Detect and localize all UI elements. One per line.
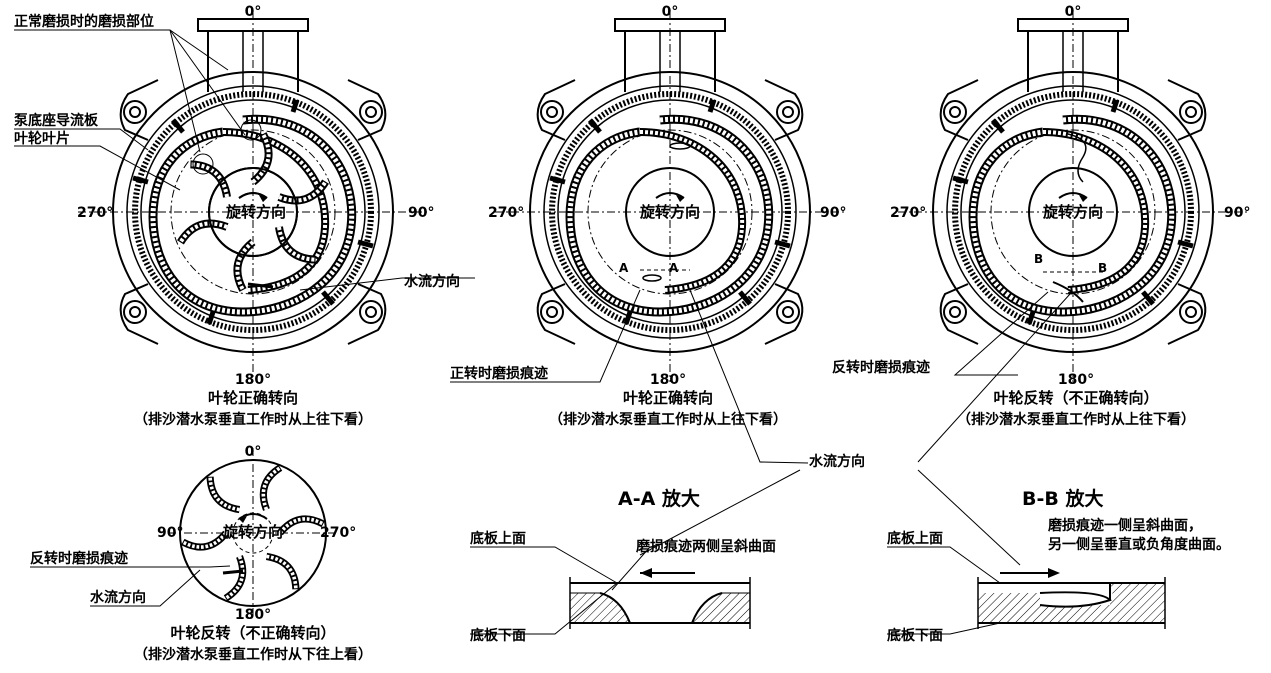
rotation-direction-label: 旋转方向 [225,203,286,221]
caption-small-sub: （排沙潜水泵垂直工作时从下往上看） [134,646,372,663]
angle-90-pump1: 90° [408,205,434,221]
aa-zoom-title: A-A 放大 [618,487,700,510]
section-a-left: A [619,261,629,275]
angle-90-pump3: 90° [1224,205,1250,221]
section-b-left: B [1034,252,1043,266]
bb-note-line2: 另一侧呈垂直或负角度曲面。 [1048,536,1230,553]
forward-wear-mark-label: 正转时磨损痕迹 [450,365,548,382]
rotation-direction-label: 旋转方向 [639,203,700,221]
aa-plate-top-label: 底板上面 [470,530,526,547]
callout-labels: 正常磨损时的磨损部位 泵底座导流板 叶轮叶片 水流方向 正转时磨损痕迹 反转时磨… [14,13,1107,606]
angle-180-pump1: 180° [235,372,271,388]
aa-note: 磨损痕迹两侧呈斜曲面 [636,538,776,555]
section-bb-enlarged [977,568,1166,629]
angle-180-small: 180° [235,607,271,623]
leader-lines [14,29,1071,635]
angle-270-pump2: 270° [488,205,524,221]
pump-base-guide-plate-label: 泵底座导流板 [14,112,99,129]
reverse-wear-mark-label-small: 反转时磨损痕迹 [30,550,128,567]
pump-diagram-correct-rotation [78,12,428,382]
angle-270-pump1: 270° [77,205,113,221]
caption-pump2-title: 叶轮正确转向 [623,389,713,407]
bb-zoom-title: B-B 放大 [1022,487,1103,510]
angle-0-pump3: 0° [1065,4,1082,20]
section-b-right: B [1098,261,1107,275]
rotation-direction-label: 旋转方向 [1042,203,1103,221]
pump-diagram-forward-wear [495,12,845,382]
angle-0-small: 0° [245,444,262,460]
caption-pump3-title: 叶轮反转（不正确转向） [993,389,1158,407]
caption-pump1-sub: （排沙潜水泵垂直工作时从上往下看） [134,411,372,428]
water-flow-direction-label: 水流方向 [404,273,460,290]
section-labels: A-A 放大 B-B 放大 底板上面 底板下面 磨损痕迹两侧呈斜曲面 底板上面 … [470,487,1230,644]
caption-pump2-sub: （排沙潜水泵垂直工作时从上往下看） [549,411,787,428]
captions: 叶轮正确转向 （排沙潜水泵垂直工作时从上往下看） 叶轮正确转向 （排沙潜水泵垂直… [134,389,1195,663]
water-flow-direction-label-center: 水流方向 [809,453,865,470]
reverse-wear-mark-label: 反转时磨损痕迹 [832,359,930,376]
caption-pump3-sub: （排沙潜水泵垂直工作时从上往下看） [957,411,1195,428]
bb-note-line1: 磨损痕迹一侧呈斜曲面， [1048,517,1202,534]
section-aa-enlarged [569,568,751,629]
angle-180-pump2: 180° [650,372,686,388]
angle-labels: 0° 0° 0° 270° 90° 270° 90° 270° 90° 180°… [77,4,1250,623]
bb-plate-top-label: 底板上面 [887,530,943,547]
angle-270-small: 270° [320,525,356,541]
bb-plate-bottom-label: 底板下面 [887,627,943,644]
caption-small-title: 叶轮反转（不正确转向） [170,624,335,642]
angle-270-pump3: 270° [890,205,926,221]
angle-180-pump3: 180° [1058,372,1094,388]
rotation-direction-label: 旋转方向 [222,523,283,541]
impeller-view-from-below [168,448,338,618]
angle-0-pump2: 0° [662,4,679,20]
rotation-labels: 旋转方向 旋转方向 旋转方向 旋转方向 [222,203,1103,541]
section-a-right: A [669,261,679,275]
impeller-blade-label: 叶轮叶片 [14,130,70,147]
water-flow-direction-label-small: 水流方向 [90,589,146,606]
normal-wear-location-label: 正常磨损时的磨损部位 [14,13,154,30]
angle-90-small: 90° [157,525,183,541]
angle-90-pump2: 90° [820,205,846,221]
pump-diagram-reverse-wear [898,12,1248,382]
aa-plate-bottom-label: 底板下面 [470,627,526,644]
angle-0-pump1: 0° [245,4,262,20]
caption-pump1-title: 叶轮正确转向 [208,389,298,407]
